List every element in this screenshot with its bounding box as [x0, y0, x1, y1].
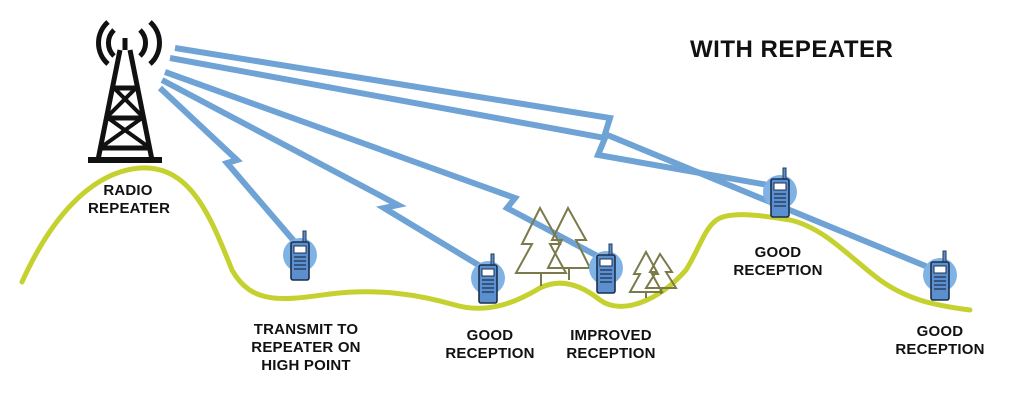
handheld-radio-icon	[283, 230, 317, 281]
label-line: REPEATER ON	[251, 339, 361, 356]
label-line: HIGH POINT	[261, 357, 351, 374]
radio-screen	[293, 245, 307, 254]
label-line: RECEPTION	[445, 345, 535, 362]
label-line: RECEPTION	[895, 341, 985, 358]
label-improved-reception: IMPROVED RECEPTION	[556, 327, 666, 363]
label-radio-repeater: RADIO REPEATER	[88, 182, 171, 218]
radio-screen	[773, 182, 787, 191]
tree-group-large	[514, 205, 592, 286]
pine-tree-icon	[546, 205, 592, 280]
label-line: TRANSMIT TO	[253, 321, 359, 338]
label-line: GOOD	[754, 244, 802, 261]
handheld-radio-icon	[471, 253, 505, 304]
label-line: RECEPTION	[733, 262, 823, 279]
radio-tower-icon	[88, 20, 162, 163]
label-line: GOOD	[916, 323, 964, 340]
radio-screen	[481, 268, 495, 277]
pine-tree-icon	[644, 252, 678, 294]
page-title: WITH REPEATER	[690, 36, 894, 63]
label-line: RADIO	[103, 182, 153, 199]
label-good-reception-1: GOOD RECEPTION	[440, 327, 540, 363]
pine-tree-icon	[628, 249, 664, 298]
label-line: REPEATER	[88, 200, 171, 217]
label-transmit: TRANSMIT TO REPEATER ON HIGH POINT	[236, 321, 376, 375]
tree-group-small	[628, 249, 678, 298]
signal-beam-good-1	[160, 77, 492, 275]
label-line: GOOD	[466, 327, 514, 344]
signal-beam-transmit	[157, 85, 303, 250]
label-good-reception-2: GOOD RECEPTION	[728, 244, 828, 280]
label-line: RECEPTION	[566, 345, 656, 362]
radio-screen	[933, 265, 947, 274]
label-good-reception-3: GOOD RECEPTION	[890, 323, 990, 359]
handheld-radio-icon	[923, 250, 957, 301]
signal-beams	[157, 45, 942, 275]
label-line: IMPROVED	[570, 327, 652, 344]
handheld-radio-icon	[589, 243, 623, 294]
pine-tree-icon	[514, 205, 568, 286]
ground-terrain	[19, 165, 973, 313]
radios	[283, 167, 957, 304]
handheld-radio-icon	[763, 167, 797, 218]
radio-screen	[599, 258, 613, 267]
